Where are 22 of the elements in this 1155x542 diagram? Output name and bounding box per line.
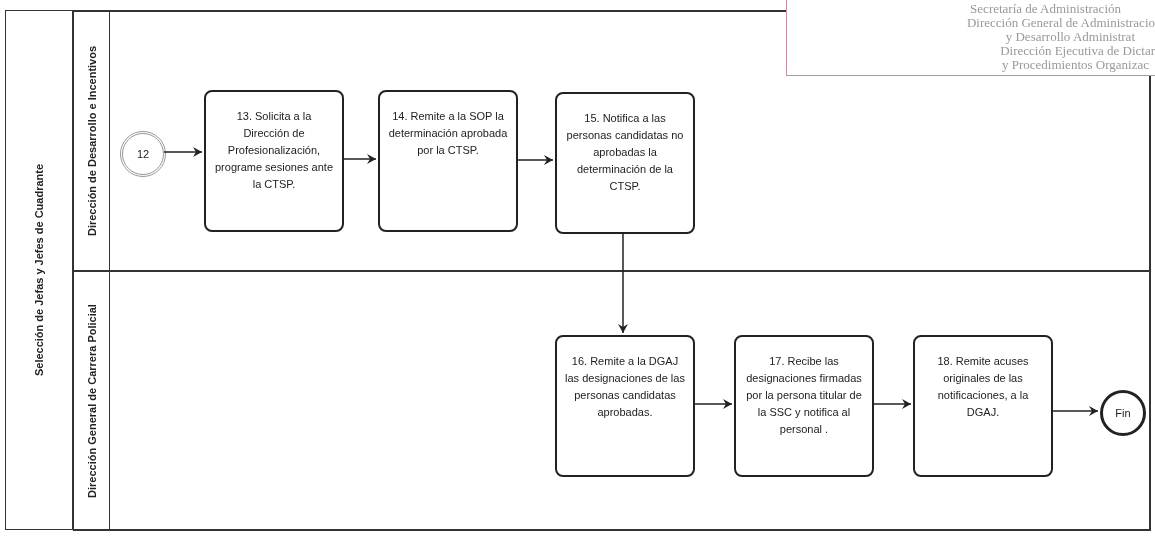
arrow (1050, 406, 1099, 416)
task-box: 13. Solicita a la Dirección de Profesionalización, programe sesiones ante la CTSP. (204, 90, 344, 232)
arrow (618, 231, 628, 334)
stamp-text: y Desarrollo Administrat (1005, 30, 1136, 44)
arrow (163, 147, 203, 157)
arrow (871, 399, 912, 409)
swimlane (73, 271, 1151, 531)
stamp-text: Dirección General de Administracio (966, 16, 1155, 30)
task-box: 15. Notifica a las personas candidatas no aprobadas la determinación de la CTSP. (555, 92, 695, 234)
stamp-text: Dirección Ejecutiva de Dictar (1000, 44, 1155, 58)
stamp-text: Secretaría de Administración (970, 2, 1122, 16)
arrow (692, 399, 733, 409)
arrow (515, 155, 554, 165)
task-box: 14. Remite a la SOP la determinación aprobada por la CTSP. (378, 90, 518, 232)
arrow (341, 154, 377, 164)
lane-label: Dirección de Desarrollo e Incentivos (84, 45, 99, 237)
stamp-text: y Procedimientos Organizac (1001, 58, 1150, 72)
task-box: 16. Remite a la DGAJ las designaciones de las personas candidatas aprobadas. (555, 335, 695, 477)
pool-label: Selección de Jefas y Jefes de Cuadrante (31, 163, 46, 377)
lane-label: Dirección General de Carrera Policial (84, 304, 99, 498)
task-box: 17. Recibe las designaciones firmadas por la persona titular de la SSC y notifica al personal . (734, 335, 874, 477)
task-box: 18. Remite acuses originales de las notificaciones, a la DGAJ. (913, 335, 1053, 477)
